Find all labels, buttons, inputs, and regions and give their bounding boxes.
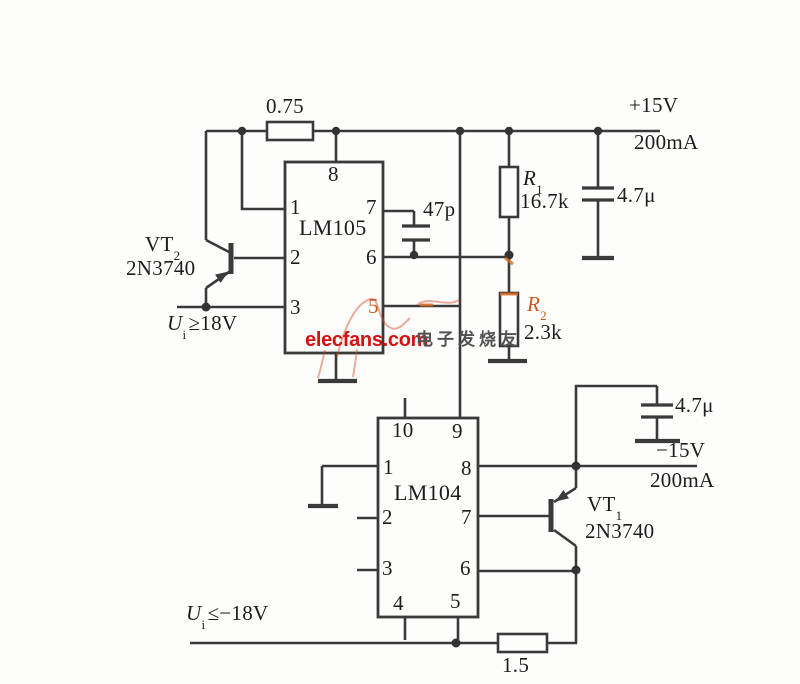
lm104-pin1-label: 1 bbox=[383, 455, 394, 479]
lm105-pin2-label: 2 bbox=[290, 245, 301, 269]
lm105-pin7-label: 7 bbox=[366, 195, 377, 219]
resistor-0p75-body bbox=[265, 120, 315, 142]
pos-output-current-label: 200mA bbox=[634, 130, 699, 154]
vt2-legs bbox=[204, 238, 285, 307]
c-comp-label: 47p bbox=[423, 197, 456, 221]
lm104-box bbox=[376, 416, 480, 619]
lm105-pin8-label: 8 bbox=[328, 162, 339, 186]
lm104-name: LM104 bbox=[394, 480, 462, 505]
lm105-pin5-label: 5 bbox=[368, 294, 379, 318]
r2-value-label: 2.3k bbox=[524, 320, 562, 344]
orange-marks bbox=[420, 256, 518, 307]
lm105-pin6-label: 6 bbox=[366, 245, 377, 269]
neg-output-current-label: 200mA bbox=[650, 468, 715, 492]
capacitor-47p bbox=[402, 224, 430, 242]
lm105-box bbox=[283, 160, 385, 355]
lm104-pin5-label: 5 bbox=[450, 589, 461, 613]
vt2-ref-label: VT2 bbox=[145, 232, 181, 264]
watermark-brand: elecfans.com bbox=[305, 329, 429, 351]
lm105-pin1-wire bbox=[240, 131, 285, 211]
r1-ref-label: R1 bbox=[523, 166, 543, 198]
watermark-cjk: 电子发烧友 bbox=[416, 330, 521, 350]
c-out-neg-label: 4.7μ bbox=[675, 393, 714, 417]
c-out-neg-branch bbox=[574, 384, 659, 466]
lm104-pin7-label: 7 bbox=[461, 505, 472, 529]
lm104-pin2-label: 2 bbox=[382, 505, 393, 529]
lm104-pin10-label: 10 bbox=[392, 418, 414, 442]
vt2-emitter-arrow-icon bbox=[215, 271, 229, 283]
vt2-transistor bbox=[215, 243, 234, 283]
neg-input-label: Ui ≤−18V bbox=[186, 601, 269, 633]
lm105-pin1-label: 1 bbox=[290, 195, 301, 219]
resistor-1p5-label: 1.5 bbox=[502, 653, 530, 677]
ground-symbols bbox=[308, 255, 680, 509]
lm105-pin7-wire bbox=[384, 209, 416, 255]
capacitor-4u7-pos bbox=[582, 186, 614, 202]
lm104-pin6-label: 6 bbox=[460, 556, 471, 580]
vt2-part-label: 2N3740 bbox=[126, 256, 196, 280]
neg-output-voltage-label: −15V bbox=[656, 438, 706, 462]
pos-input-label: Ui ≥18V bbox=[167, 311, 238, 343]
vt1-part-label: 2N3740 bbox=[585, 519, 655, 543]
lm105-pin3-label: 3 bbox=[290, 295, 301, 319]
resistor-0p75-label: 0.75 bbox=[266, 94, 304, 118]
lm104-pin1-ground-wire bbox=[320, 464, 378, 505]
vt1-emitter-arrow-icon bbox=[555, 490, 569, 502]
lm104-pin8-label: 8 bbox=[461, 456, 472, 480]
resistor-1p5-body bbox=[496, 632, 549, 654]
vt1-transistor bbox=[548, 490, 569, 532]
lm105-name: LM105 bbox=[299, 215, 367, 240]
resistor-r1-body bbox=[498, 165, 520, 219]
lm104-pin3-label: 3 bbox=[382, 556, 393, 580]
vt1-ref-label: VT1 bbox=[587, 492, 623, 524]
lm104-pin9-label: 9 bbox=[452, 419, 463, 443]
pos-output-voltage-label: +15V bbox=[629, 93, 679, 117]
r1-value-label: 16.7k bbox=[520, 189, 569, 213]
c-out-pos-label: 4.7μ bbox=[617, 183, 656, 207]
junction-dots bbox=[201, 126, 603, 648]
r2-ref-label: R2 bbox=[527, 292, 547, 324]
watermark-scribble bbox=[317, 298, 460, 379]
lm104-pin4-label: 4 bbox=[393, 591, 404, 615]
capacitor-4u7-neg bbox=[641, 403, 673, 419]
